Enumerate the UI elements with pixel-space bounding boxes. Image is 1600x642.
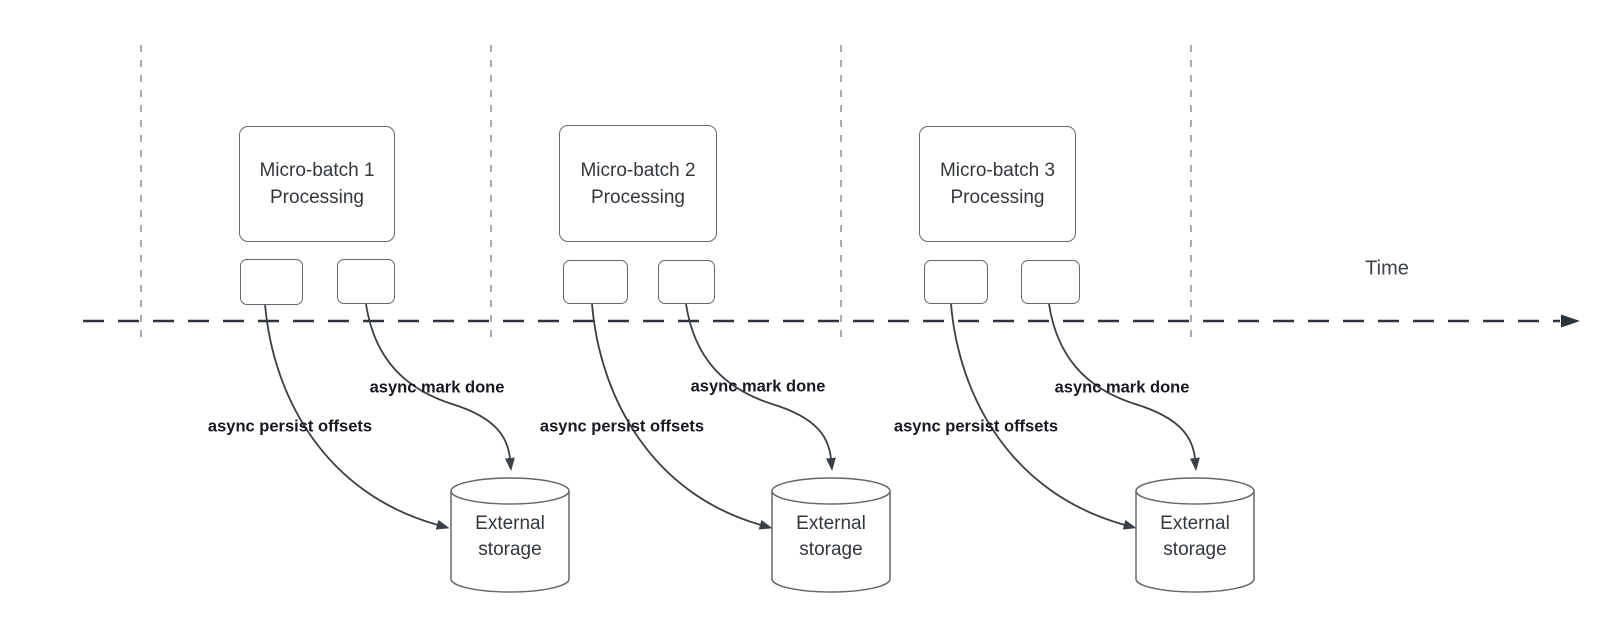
storage-label-line1: External xyxy=(796,513,866,534)
mark-done-label: async mark done xyxy=(1054,378,1190,397)
sub-task-box-left xyxy=(924,260,988,304)
micro-batch-subtitle: Processing xyxy=(591,186,685,208)
storage-label: External storage xyxy=(1160,511,1230,563)
storage-label-line1: External xyxy=(475,513,545,534)
persist-offsets-arrow xyxy=(264,303,450,530)
sub-task-box-right xyxy=(337,259,395,304)
sub-task-box-left xyxy=(240,259,303,305)
storage-cylinder xyxy=(450,477,570,593)
storage-cylinder xyxy=(1135,477,1255,593)
persist-offsets-arrow xyxy=(591,303,773,530)
sub-task-box-right xyxy=(1021,260,1080,304)
micro-batch-box: Micro-batch 3 Processing xyxy=(919,126,1076,242)
micro-batch-title: Micro-batch 3 xyxy=(939,160,1056,181)
micro-batch-box: Micro-batch 2 Processing xyxy=(559,125,717,242)
micro-batch-subtitle: Processing xyxy=(270,187,364,208)
storage-label-line2: storage xyxy=(799,539,863,560)
sub-task-box-left xyxy=(563,260,628,304)
storage-label-line2: storage xyxy=(478,539,542,560)
storage-cylinder xyxy=(771,477,891,593)
mark-done-arrow xyxy=(1048,303,1200,471)
mark-done-arrow xyxy=(685,303,836,471)
mark-done-label: async mark done xyxy=(690,377,826,396)
time-axis-arrowhead xyxy=(1561,314,1580,328)
storage-label: External storage xyxy=(796,511,866,563)
mark-done-label: async mark done xyxy=(369,378,505,397)
micro-batch-box: Micro-batch 1 Processing xyxy=(239,126,395,242)
storage-label-line1: External xyxy=(1160,513,1230,534)
time-axis-label: Time xyxy=(1365,257,1409,280)
micro-batch-subtitle: Processing xyxy=(950,187,1045,208)
persist-offsets-label: async persist offsets xyxy=(893,417,1059,436)
persist-offsets-label: async persist offsets xyxy=(539,417,705,436)
micro-batch-title: Micro-batch 1 xyxy=(259,160,375,181)
mark-done-arrow xyxy=(365,303,515,471)
persist-offsets-label: async persist offsets xyxy=(207,417,373,436)
persist-offsets-arrow xyxy=(950,303,1137,530)
sub-task-box-right xyxy=(658,260,715,304)
storage-label: External storage xyxy=(475,511,545,563)
micro-batch-title: Micro-batch 2 xyxy=(580,159,696,181)
storage-label-line2: storage xyxy=(1163,539,1227,560)
